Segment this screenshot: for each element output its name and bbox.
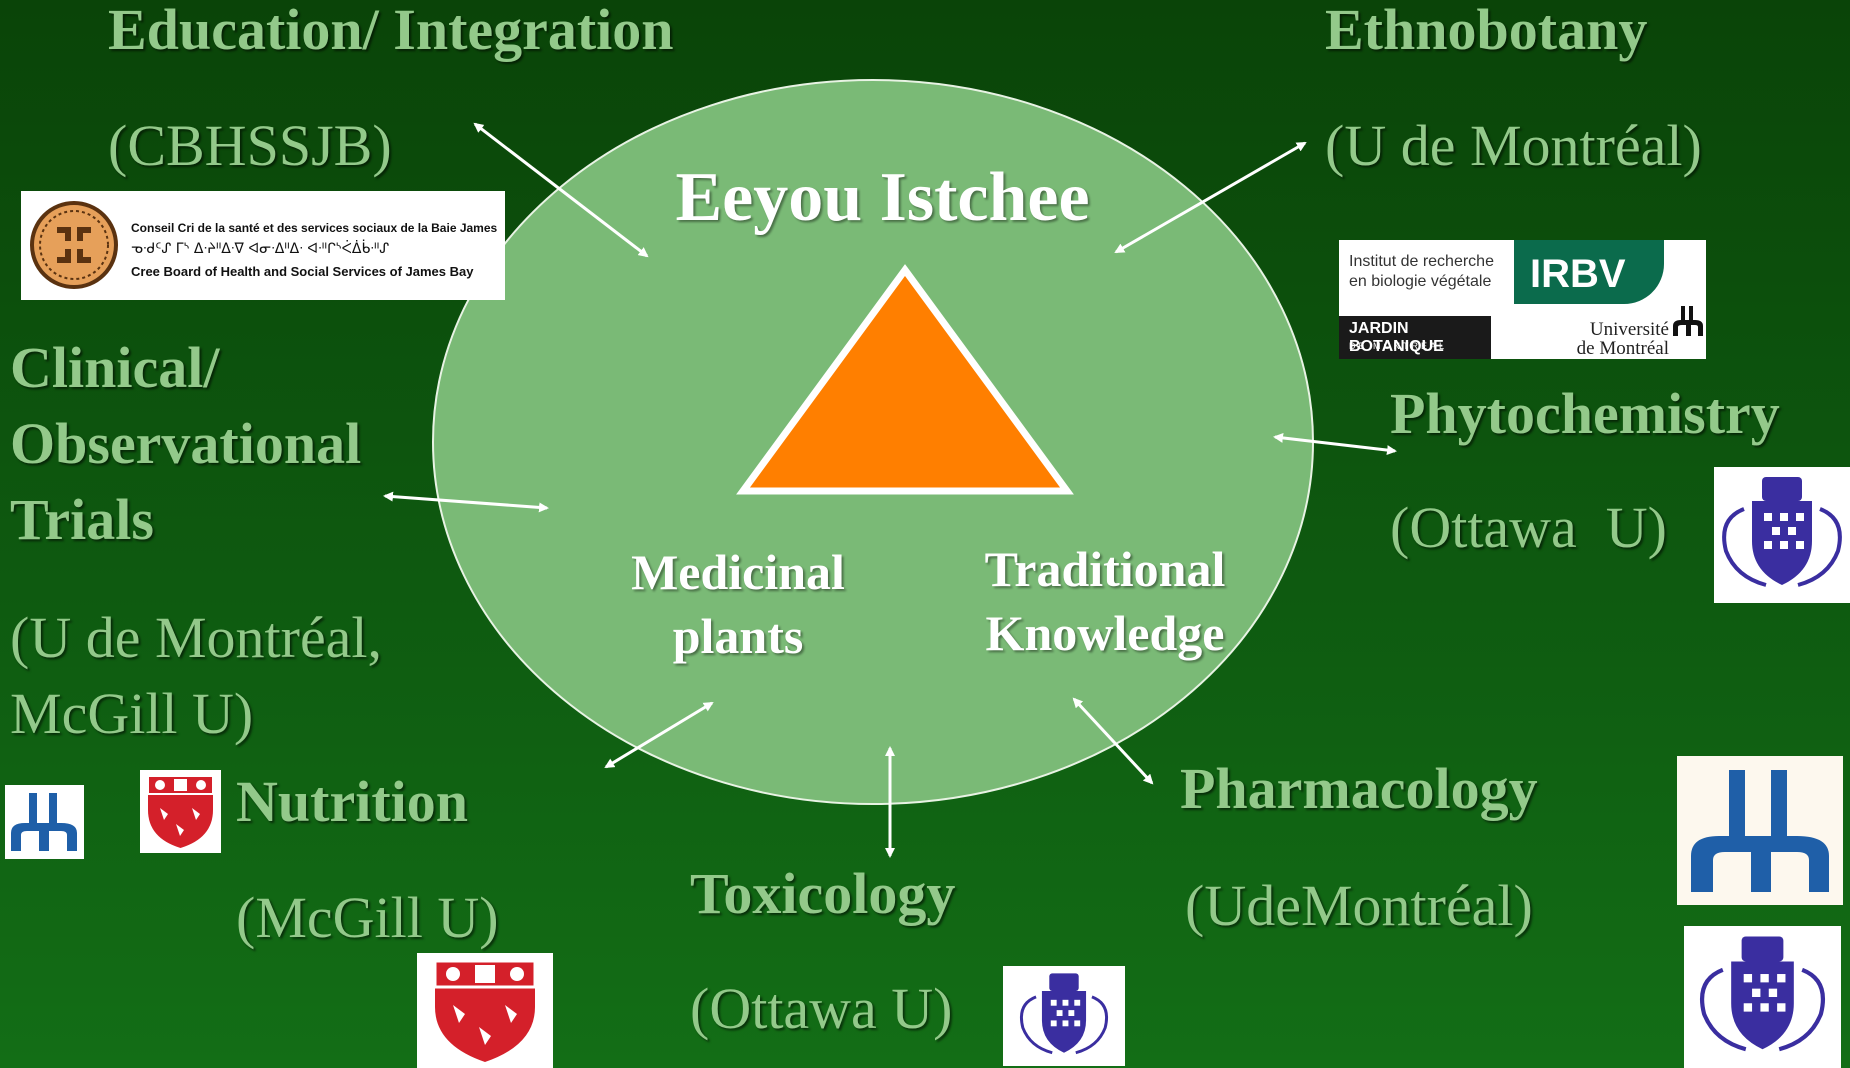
- cree-board-logo: Conseil Cri de la santé et des services …: [21, 191, 505, 300]
- clinical-affiliation-line-1: (U de Montréal,: [10, 605, 383, 670]
- clinical-title-line-2: Observational: [10, 411, 362, 476]
- traditional-knowledge-label: Traditional Knowledge: [950, 537, 1260, 665]
- pharmacology-affiliation: (UdeMontréal): [1185, 873, 1533, 938]
- udem-logo-large: [1677, 756, 1843, 905]
- mcgill-logo-large: [417, 953, 553, 1068]
- phytochemistry-affiliation: (Ottawa U): [1390, 495, 1668, 560]
- traditional-knowledge-line-2: Knowledge: [985, 605, 1225, 661]
- clinical-title: Clinical/ Observational Trials: [10, 330, 361, 558]
- irbv-institute: Institut de recherche en biologie végéta…: [1349, 252, 1494, 292]
- irbv-logo: Institut de recherche en biologie végéta…: [1339, 240, 1706, 359]
- irbv-institute-line-2: en biologie végétale: [1349, 273, 1492, 290]
- ottawa-crest-pharmacology: [1684, 926, 1841, 1068]
- ottawa-crest-toxicology: [1003, 966, 1125, 1066]
- pharmacology-title: Pharmacology: [1180, 756, 1538, 821]
- arrow-education: [473, 122, 649, 258]
- center-title: Eeyou Istchee: [675, 159, 1090, 236]
- arrow-pharmacology: [1072, 697, 1154, 785]
- irbv-acronym: IRBV: [1530, 252, 1626, 296]
- nutrition-title: Nutrition: [236, 769, 468, 834]
- traditional-knowledge-line-1: Traditional: [984, 541, 1226, 597]
- arrow-nutrition: [604, 701, 714, 769]
- jardin-botanique-badge: JARDIN BOTANIQUE DE MONTRÉAL: [1339, 316, 1491, 359]
- clinical-title-line-3: Trials: [10, 487, 154, 552]
- udem-large-icon: [1691, 770, 1829, 892]
- ottawa-crest-phytochemistry: [1714, 467, 1850, 603]
- jardin-line-2: DE MONTRÉAL: [1349, 341, 1448, 351]
- jardin-line-1: JARDIN BOTANIQUE: [1349, 320, 1444, 355]
- clinical-affiliation: (U de Montréal, McGill U): [10, 600, 382, 752]
- udem-mini-icon: [1673, 306, 1703, 336]
- udem-icon: [11, 793, 77, 851]
- irbv-university-line-2: de Montréal: [1576, 338, 1669, 359]
- cree-board-emblem: [30, 201, 118, 289]
- toxicology-affiliation: (Ottawa U): [690, 976, 953, 1041]
- education-affiliation: (CBHSSJB): [108, 113, 392, 178]
- ethnobotany-affiliation: (U de Montréal): [1325, 113, 1702, 178]
- cree-board-line-2: ᓀᐧᑯᑦᔑ ᒥᔅ ᐃᐧᔨᐦᐃᐧᐁ ᐊᓂᐧᐃᐦᐃᐧ ᐊᐧᐦᒋᔅᐹᐄᑳᐧᐦᔑ: [131, 241, 390, 257]
- phytochemistry-title: Phytochemistry: [1390, 381, 1780, 446]
- central-triangle: [736, 264, 1074, 495]
- medicinal-plants-line-2: plants: [672, 608, 804, 664]
- cree-board-line-3: Cree Board of Health and Social Services…: [131, 264, 474, 279]
- ethnobotany-title: Ethnobotany: [1325, 0, 1648, 62]
- medicinal-plants-label: Medicinal plants: [598, 540, 878, 668]
- toxicology-title: Toxicology: [690, 861, 956, 926]
- mcgill-shield-icon: [147, 775, 214, 848]
- irbv-acronym-badge: IRBV: [1514, 240, 1664, 304]
- irbv-institute-line-1: Institut de recherche: [1349, 253, 1494, 270]
- irbv-university-line-1: Université: [1589, 319, 1669, 340]
- arrow-phytochemistry: [1273, 432, 1397, 456]
- clinical-title-line-1: Clinical/: [10, 335, 220, 400]
- medicinal-plants-line-1: Medicinal: [631, 544, 845, 600]
- arrow-clinical: [383, 491, 549, 513]
- nutrition-affiliation: (McGill U): [236, 885, 499, 950]
- education-title: Education/ Integration: [108, 0, 674, 62]
- mcgill-logo-small: [140, 770, 221, 853]
- cree-board-line-1: Conseil Cri de la santé et des services …: [131, 221, 498, 235]
- mcgill-shield-large-icon: [433, 959, 537, 1062]
- arrow-ethnobotany: [1114, 141, 1307, 254]
- clinical-affiliation-line-2: McGill U): [10, 681, 254, 746]
- irbv-university: Université de Montréal: [1559, 320, 1669, 358]
- udem-logo-small: [5, 785, 84, 859]
